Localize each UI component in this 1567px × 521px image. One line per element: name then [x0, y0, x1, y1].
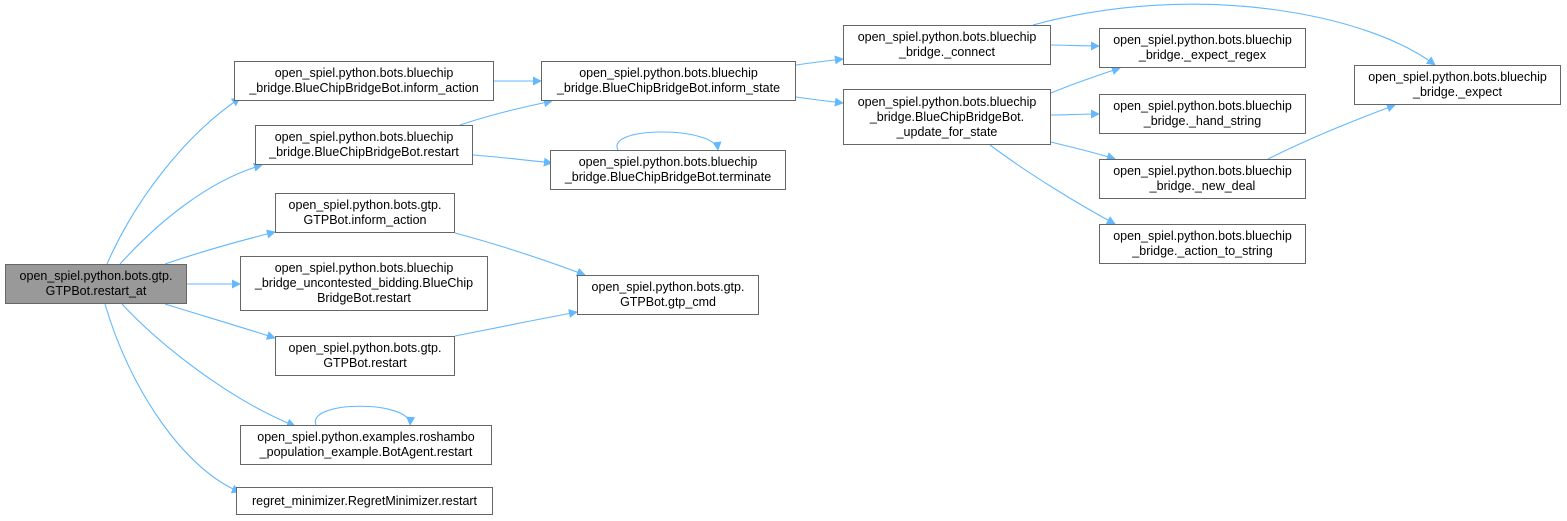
node-label: open_spiel.python.bots.bluechip_bridge.B…: [269, 130, 459, 160]
node-label-line: _bridge._connect: [899, 45, 995, 59]
node-gtp-inform-action[interactable]: open_spiel.python.bots.gtp.GTPBot.inform…: [275, 193, 455, 233]
node-label-line: open_spiel.python.bots.gtp.: [288, 198, 442, 212]
node-label-line: GTPBot.inform_action: [303, 213, 427, 227]
node-label-line: _bridge.BlueChipBridgeBot.: [869, 109, 1025, 124]
edge-bc_update-bc_expect_regex: [1050, 66, 1121, 94]
node-bluechip-expect[interactable]: open_spiel.python.bots.bluechip_bridge._…: [1354, 65, 1561, 105]
node-label: open_spiel.python.bots.bluechip_bridge._…: [1113, 99, 1292, 129]
edge-bc_new_deal-bc_expect: [1267, 103, 1396, 160]
node-label-line: open_spiel.python.examples.roshambo: [257, 430, 475, 444]
node-label-line: _bridge.BlueChipBridgeBot.inform_state: [556, 81, 781, 95]
node-label-line: _bridge._hand_string: [1143, 114, 1262, 128]
node-label-line: GTPBot.gtp_cmd: [620, 295, 716, 309]
node-restart-at: open_spiel.python.bots.gtp.GTPBot.restar…: [5, 264, 187, 304]
node-label-line: open_spiel.python.bots.bluechip: [1368, 70, 1547, 84]
node-label-line: open_spiel.python.bots.gtp.: [288, 341, 442, 355]
edge-bc_update-bc_action_to_string: [989, 144, 1116, 225]
node-label: open_spiel.python.bots.bluechip_bridge._…: [1113, 33, 1292, 63]
node-label-line: open_spiel.python.bots.bluechip: [579, 66, 758, 80]
node-gtp-cmd[interactable]: open_spiel.python.bots.gtp.GTPBot.gtp_cm…: [577, 275, 759, 315]
edge-restart_at-rosh_restart: [121, 303, 296, 428]
node-label-line: open_spiel.python.bots.bluechip: [274, 130, 454, 144]
node-bluechip-terminate[interactable]: open_spiel.python.bots.bluechip_bridge.B…: [550, 150, 786, 190]
node-label-line: _bridge._new_deal: [1149, 179, 1256, 193]
node-label-line: open_spiel.python.bots.gtp.: [591, 280, 745, 294]
node-label-line: _bridge._action_to_string: [1132, 244, 1273, 258]
node-label: open_spiel.python.bots.bluechip_bridge.B…: [249, 66, 478, 96]
edge-rosh_restart-self: [315, 405, 416, 426]
node-label-line: open_spiel.python.bots.bluechip: [857, 30, 1037, 44]
edge-restart_at-regret_restart: [104, 303, 241, 494]
node-label-line: open_spiel.python.bots.bluechip: [274, 66, 454, 80]
edge-bc_restart-bc_terminate: [472, 154, 553, 167]
node-label-line: _bridge.BlueChipBridgeBot.restart: [269, 145, 459, 159]
node-label: open_spiel.python.bots.bluechip_bridge.B…: [858, 95, 1037, 140]
node-bluechip-new-deal[interactable]: open_spiel.python.bots.bluechip_bridge._…: [1099, 159, 1306, 199]
edge-bc_connect-bc_expect: [1032, 3, 1436, 66]
node-label: open_spiel.python.bots.bluechip_bridge._…: [858, 30, 1037, 60]
edge-bc_inform_state-bc_update: [795, 96, 844, 107]
node-label: open_spiel.python.bots.bluechip_bridge._…: [1113, 164, 1292, 194]
node-label-line: open_spiel.python.bots.bluechip: [1113, 33, 1292, 47]
node-label-line: open_spiel.python.bots.bluechip: [1113, 99, 1292, 113]
node-bluechip-inform-action[interactable]: open_spiel.python.bots.bluechip_bridge.B…: [234, 61, 494, 101]
edge-restart_at-bc_inform_action: [106, 97, 241, 265]
node-label: open_spiel.python.bots.gtp.GTPBot.gtp_cm…: [592, 280, 745, 310]
edge-restart_at-gtp_restart: [164, 303, 276, 340]
node-bluechip-restart[interactable]: open_spiel.python.bots.bluechip_bridge.B…: [255, 125, 473, 165]
node-regret-minimizer-restart[interactable]: regret_minimizer.RegretMinimizer.restart: [236, 487, 493, 515]
node-label: open_spiel.python.bots.bluechip_bridge.B…: [565, 155, 771, 185]
edge-bc_terminate-self: [616, 131, 722, 151]
node-label-line: _bridge._expect: [1413, 85, 1502, 99]
node-label-line: open_spiel.python.bots.bluechip: [1113, 164, 1292, 178]
node-bluechip-expect-regex[interactable]: open_spiel.python.bots.bluechip_bridge._…: [1099, 28, 1306, 68]
node-gtp-restart[interactable]: open_spiel.python.bots.gtp.GTPBot.restar…: [275, 336, 455, 376]
edge-bc_update-bc_hand_string: [1050, 109, 1100, 119]
node-label-line: open_spiel.python.bots.bluechip: [274, 261, 454, 275]
node-label: open_spiel.python.bots.bluechip_bridge._…: [1113, 229, 1292, 259]
node-label-line: open_spiel.python.bots.gtp.: [19, 269, 173, 283]
node-bluechip-update-for-state[interactable]: open_spiel.python.bots.bluechip_bridge.B…: [843, 89, 1051, 145]
node-bluechip-inform-state[interactable]: open_spiel.python.bots.bluechip_bridge.B…: [541, 61, 796, 101]
node-label: open_spiel.python.bots.gtp.GTPBot.restar…: [289, 341, 442, 371]
node-label: open_spiel.python.bots.bluechip_bridge.B…: [557, 66, 780, 96]
node-label-line: GTPBot.restart: [323, 356, 407, 370]
node-label: open_spiel.python.bots.bluechip_bridge._…: [1368, 70, 1547, 100]
node-label: open_spiel.python.bots.gtp.GTPBot.inform…: [289, 198, 442, 228]
edge-bc_restart-bc_inform_state: [459, 98, 553, 126]
edge-bc_connect-bc_expect_regex: [1050, 41, 1100, 51]
node-roshambo-restart[interactable]: open_spiel.python.examples.roshambo_popu…: [240, 425, 492, 465]
edge-restart_at-gtp_inform_action: [164, 229, 276, 265]
node-label: open_spiel.python.bots.gtp.GTPBot.restar…: [20, 269, 173, 299]
edge-gtp_restart-gtp_cmd: [454, 309, 578, 337]
edge-bc_inform_state-bc_connect: [795, 55, 844, 66]
node-label-line: _bridge._expect_regex: [1138, 48, 1267, 62]
node-label-line: _population_example.BotAgent.restart: [259, 445, 473, 459]
node-label-line: _bridge.BlueChipBridgeBot.terminate: [564, 170, 772, 184]
node-label-line: BridgeBot.restart: [317, 291, 411, 305]
node-bluechip-hand-string[interactable]: open_spiel.python.bots.bluechip_bridge._…: [1099, 94, 1306, 134]
node-label-line: regret_minimizer.RegretMinimizer.restart: [251, 493, 478, 508]
node-label-line: _bridge_uncontested_bidding.BlueChip: [254, 276, 474, 290]
node-label: open_spiel.python.bots.bluechip_bridge_u…: [255, 261, 473, 306]
node-label-line: open_spiel.python.bots.bluechip: [578, 155, 758, 169]
node-label-line: open_spiel.python.bots.bluechip: [857, 94, 1037, 109]
node-label-line: _update_for_state: [896, 124, 998, 139]
node-bluechip-action-to-string[interactable]: open_spiel.python.bots.bluechip_bridge._…: [1099, 224, 1306, 264]
edge-restart_at-bc_restart: [119, 162, 263, 265]
node-label: regret_minimizer.RegretMinimizer.restart: [252, 494, 477, 509]
node-bluechip-connect[interactable]: open_spiel.python.bots.bluechip_bridge._…: [843, 25, 1051, 65]
edge-bc_update-bc_new_deal: [1050, 141, 1116, 161]
node-label: open_spiel.python.examples.roshambo_popu…: [257, 430, 475, 460]
node-label-line: open_spiel.python.bots.bluechip: [1113, 229, 1292, 243]
node-bluechip-uncontested-restart[interactable]: open_spiel.python.bots.bluechip_bridge_u…: [240, 256, 488, 311]
node-label-line: GTPBot.restart_at: [45, 284, 147, 298]
node-label-line: _bridge.BlueChipBridgeBot.inform_action: [249, 81, 479, 95]
edge-gtp_inform_action-gtp_cmd: [454, 232, 586, 277]
